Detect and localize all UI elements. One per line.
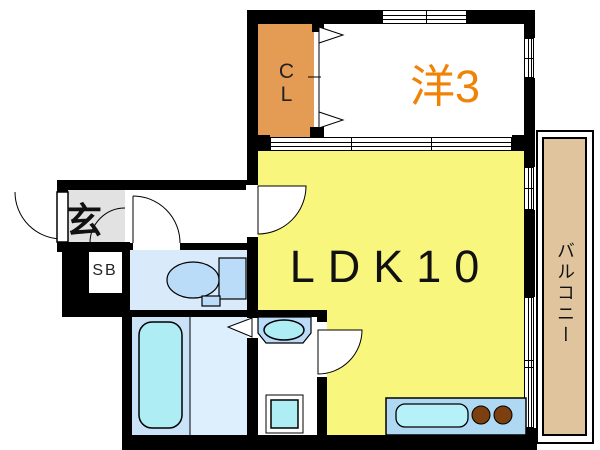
wall xyxy=(317,377,327,437)
window-line xyxy=(383,19,466,20)
wall xyxy=(57,180,68,192)
label-entrance: 玄 xyxy=(66,200,103,241)
toilet-door xyxy=(132,195,181,244)
label-ldk: LDK10 xyxy=(289,241,493,292)
room-washroom xyxy=(257,310,317,435)
window-line xyxy=(271,146,511,147)
entrance-door xyxy=(14,191,69,243)
wall xyxy=(247,338,258,437)
wall xyxy=(524,210,535,297)
shoebox xyxy=(89,252,122,293)
wall xyxy=(57,180,250,190)
wall xyxy=(247,237,258,318)
wall xyxy=(180,243,250,250)
wall xyxy=(310,127,324,137)
label-shoebox: SB xyxy=(92,262,118,279)
window-tick xyxy=(525,360,533,361)
window-line xyxy=(271,142,511,143)
wall xyxy=(247,10,258,185)
wall xyxy=(524,78,535,167)
wall xyxy=(317,310,327,322)
room-bath-tubside xyxy=(132,317,190,435)
room-bath-floor xyxy=(190,317,248,435)
wall xyxy=(524,10,535,38)
door-swing-arc xyxy=(14,191,63,240)
balcony-deck xyxy=(542,137,587,436)
label-balcony: バルコニー xyxy=(555,240,575,346)
window xyxy=(382,10,467,24)
window-tick xyxy=(525,58,533,59)
wall xyxy=(122,315,132,450)
wall xyxy=(247,135,270,151)
window-tick xyxy=(351,138,352,150)
window-line xyxy=(383,15,466,16)
window xyxy=(524,38,534,78)
window-tick xyxy=(525,188,533,189)
door-swing-arc xyxy=(132,195,181,244)
window-tick xyxy=(525,367,533,368)
sliding-door xyxy=(270,137,512,151)
window-line xyxy=(528,298,529,427)
door-opening xyxy=(247,318,258,338)
window-line xyxy=(531,298,532,427)
room-toilet xyxy=(130,250,247,310)
label-closet: CL xyxy=(275,60,298,106)
wall xyxy=(312,24,324,32)
door-opening xyxy=(246,185,258,237)
wall xyxy=(122,435,537,450)
room-closet xyxy=(258,24,314,137)
window-tick xyxy=(431,138,432,150)
label-western-room: 洋3 xyxy=(409,61,481,112)
door-opening xyxy=(317,322,327,377)
window-tick xyxy=(426,11,427,23)
window xyxy=(524,297,534,428)
wall xyxy=(122,310,327,317)
window xyxy=(524,167,534,210)
